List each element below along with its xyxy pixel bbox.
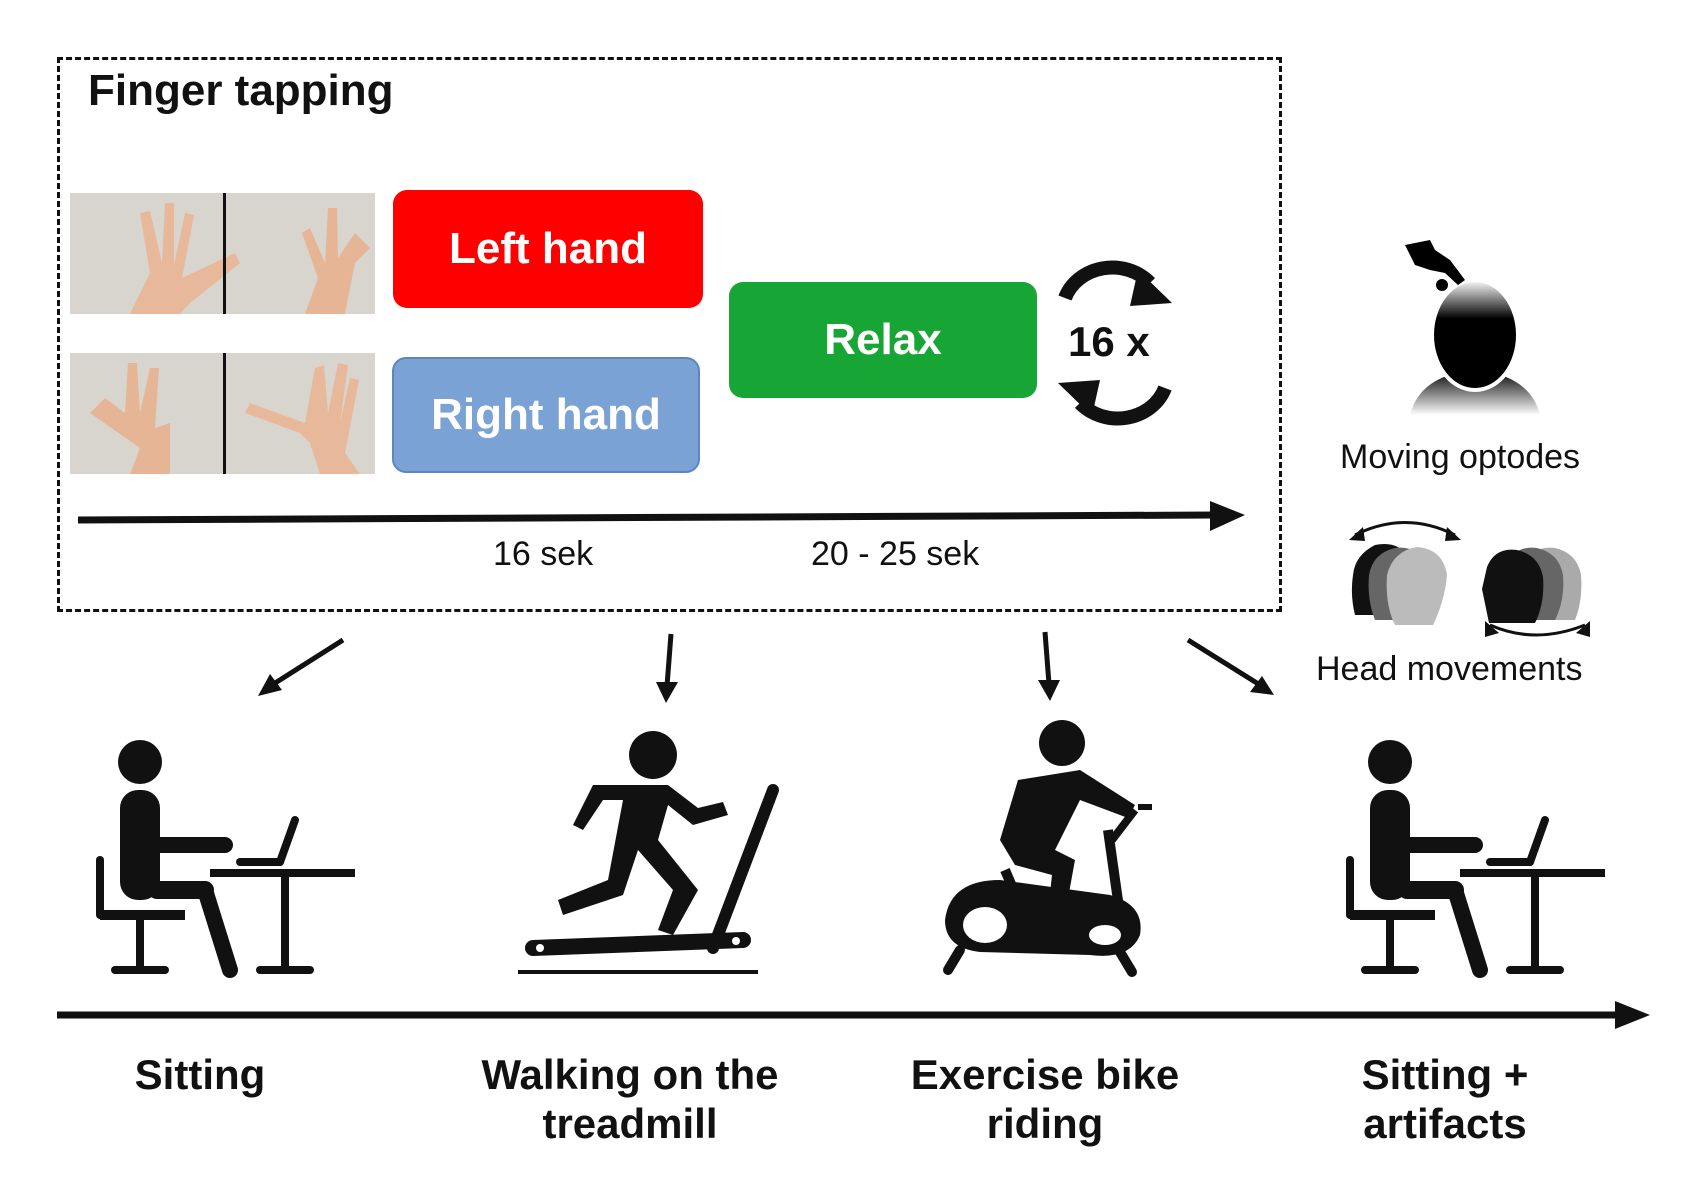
activity-label-line: Sitting [134,1051,266,1098]
activity-label-line: Walking on the [481,1051,779,1098]
activity-label-line: artifacts [1363,1100,1527,1147]
right-hand-block: Right hand [392,357,700,473]
task-timeline-arrow [77,501,1245,531]
head-movement-icon [1349,521,1590,637]
optode-head-icon [1405,240,1540,415]
task-duration-label: 16 sek [493,535,594,573]
head-movements-label: Head movements [1316,650,1583,688]
activity-label-sitting-artifacts: Sitting + artifacts [1330,1050,1560,1148]
repeat-cycle-icon [1058,260,1172,426]
session-timeline-arrow [57,1001,1650,1029]
activity-label-sitting: Sitting [100,1050,300,1099]
relax-block: Relax [729,282,1037,398]
rest-duration-label: 20 - 25 sek [811,535,980,573]
finger-tapping-title: Finger tapping [88,66,394,115]
activity-label-line: Sitting + [1361,1051,1529,1098]
activity-label-line: riding [986,1100,1104,1147]
right-hand-tap-photo [70,353,375,474]
repeat-count: 16 x [1068,318,1150,365]
exercise-bike-icon [943,720,1152,977]
activity-label-treadmill: Walking on the treadmill [460,1050,800,1148]
left-hand-block: Left hand [393,190,703,308]
activity-label-line: Exercise bike [910,1051,1180,1098]
left-hand-tap-photo [70,193,375,314]
connector-arrows [258,631,1274,703]
moving-optodes-label: Moving optodes [1340,438,1581,476]
sitting-desk-icon [1346,740,1605,978]
activity-label-bike: Exercise bike riding [890,1050,1200,1148]
sitting-desk-icon [96,740,355,978]
treadmill-icon [518,731,779,974]
finger-tapping-frame [57,57,1282,612]
activity-label-line: treadmill [542,1100,718,1147]
